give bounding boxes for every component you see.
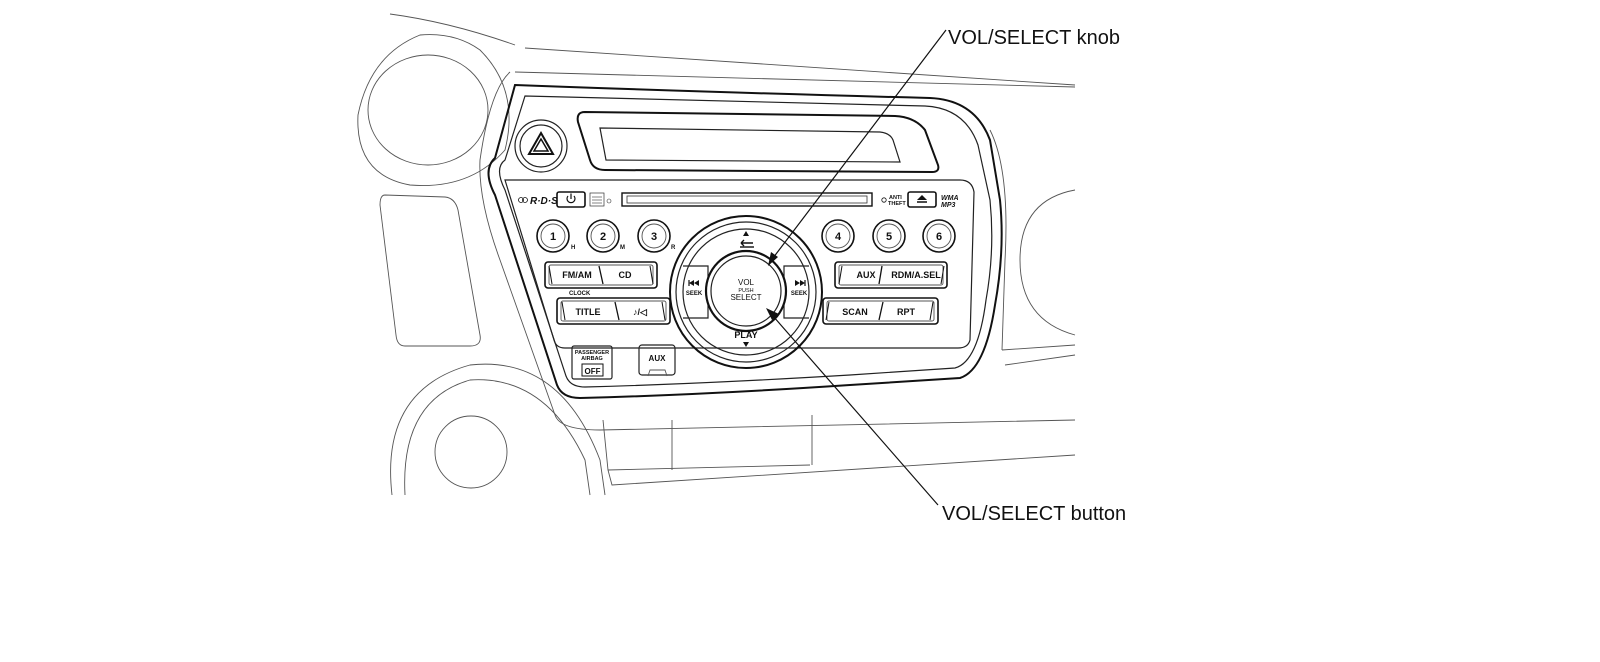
preset-label: 1 — [550, 231, 556, 243]
power-button[interactable] — [556, 191, 586, 208]
knob-label-select: SELECT — [730, 293, 761, 302]
preset-buttons: 1 H 2 M 3 R 4 5 6 — [536, 219, 956, 253]
disc-logo — [589, 192, 612, 207]
preset-label: 2 — [600, 231, 606, 243]
callout-button: VOL/SELECT button — [942, 503, 1126, 525]
preset-button-1[interactable]: 1 H — [536, 219, 575, 253]
aux-button[interactable]: AUX — [856, 270, 875, 280]
rds-logo: R·D·S — [530, 196, 558, 207]
airbag-label-1: PASSENGER — [575, 350, 609, 356]
wma-logo: WMA — [941, 195, 959, 202]
anti-theft-label: ANTI — [889, 195, 902, 201]
knob-label-vol: VOL — [738, 278, 755, 287]
vol-select-button[interactable]: VOL PUSH SELECT — [730, 278, 761, 302]
play-label: PLAY — [734, 330, 757, 340]
preset-button-5[interactable]: 5 — [872, 219, 906, 253]
callout-knob: VOL/SELECT knob — [948, 27, 1120, 49]
preset-button-3[interactable]: 3 R — [637, 219, 676, 253]
display-screen — [576, 110, 940, 174]
rdm-button[interactable]: RDM/A.SEL — [891, 270, 941, 280]
aux-jack[interactable]: AUX — [638, 344, 676, 377]
rpt-button[interactable]: RPT — [897, 307, 916, 317]
clock-label: CLOCK — [569, 291, 591, 297]
title-button[interactable]: TITLE — [576, 307, 601, 317]
eject-icon — [917, 195, 927, 203]
arrow-up-icon — [743, 231, 749, 236]
anti-theft-label-2: THEFT — [888, 201, 906, 207]
seek-next-icon — [795, 280, 806, 286]
eject-button[interactable] — [907, 191, 937, 208]
dashboard-outline — [357, 13, 1076, 496]
seek-prev-icon — [688, 280, 699, 286]
top-row: R·D·S ANTI THEFT — [518, 191, 959, 209]
left-function-buttons: FM/AM CD CLOCK TITLE ♪/◁ — [544, 261, 671, 325]
vol-select-knob[interactable]: VOL PUSH SELECT — [704, 249, 788, 333]
preset-label: 4 — [835, 231, 842, 243]
seek-right-label: SEEK — [791, 291, 808, 297]
leader-lines — [766, 29, 947, 506]
preset-sub-label: H — [571, 245, 575, 251]
cd-slot[interactable] — [621, 192, 873, 207]
scan-button[interactable]: SCAN — [842, 307, 868, 317]
preset-sub-label: M — [620, 245, 625, 251]
arrow-down-icon — [743, 342, 749, 347]
aux-jack-label: AUX — [649, 354, 667, 363]
hazard-button[interactable] — [514, 119, 568, 173]
music-button[interactable]: ♪/◁ — [633, 307, 648, 317]
control-ring[interactable]: SEEK SEEK PLAY — [669, 215, 823, 369]
radio-panel — [487, 83, 1003, 400]
seek-left-label: SEEK — [686, 291, 703, 297]
airbag-label-2: AIRBAG — [581, 356, 603, 362]
power-icon — [566, 193, 576, 204]
hazard-triangle-icon — [527, 130, 555, 155]
right-function-buttons: AUX RDM/A.SEL SCAN RPT — [822, 261, 948, 325]
preset-label: 3 — [651, 231, 657, 243]
preset-sub-label: R — [671, 245, 676, 251]
airbag-indicator: PASSENGER AIRBAG OFF — [571, 345, 613, 380]
preset-label: 5 — [886, 231, 892, 243]
preset-button-6[interactable]: 6 — [922, 219, 956, 253]
airbag-off-label: OFF — [585, 367, 601, 376]
preset-label: 6 — [936, 231, 942, 243]
preset-button-2[interactable]: 2 M — [586, 219, 625, 253]
mp3-logo: MP3 — [941, 202, 956, 209]
cd-button[interactable]: CD — [619, 270, 632, 280]
fm-am-button[interactable]: FM/AM — [562, 270, 592, 280]
preset-button-4[interactable]: 4 — [821, 219, 855, 253]
knob-label-push: PUSH — [738, 288, 753, 294]
back-arrow-icon — [740, 239, 754, 248]
